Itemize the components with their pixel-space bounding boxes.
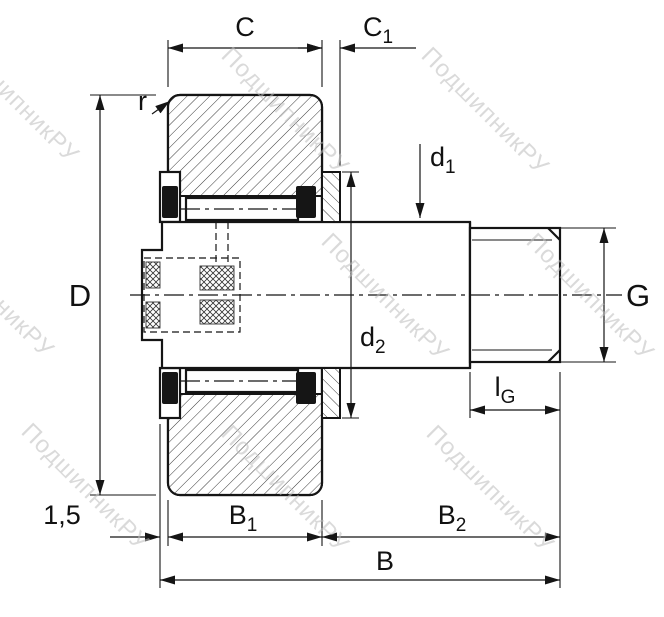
stud-collar	[321, 171, 341, 419]
dimension-C1: C1	[298, 12, 416, 166]
dim-label-lG: lG	[495, 372, 516, 408]
dim-label-d1: d1	[430, 142, 456, 178]
needle-rollers	[180, 196, 304, 394]
stud-head-section	[145, 261, 161, 329]
dim-label-D: D	[69, 278, 91, 313]
dimension-G: G	[546, 227, 650, 363]
dim-label-B: B	[376, 546, 394, 576]
dimension-offset-1-5: 1,5	[43, 500, 160, 542]
dimension-B2: B2	[322, 500, 560, 542]
dim-label-r: r	[138, 86, 147, 116]
dim-label-B1: B1	[229, 500, 258, 536]
dimension-lG: lG	[469, 372, 560, 418]
dim-label-C1: C1	[363, 12, 393, 48]
dimension-D: D	[69, 94, 156, 496]
dimension-d1: d1	[415, 142, 456, 218]
dim-label-d2: d2	[360, 322, 386, 358]
dim-label-offset: 1,5	[43, 500, 81, 530]
dim-label-C: C	[235, 12, 255, 42]
dim-label-G: G	[626, 278, 650, 313]
dimension-r: r	[138, 86, 171, 116]
dimension-B1: B1	[168, 500, 322, 542]
dimension-C: C	[167, 12, 323, 87]
grease-fitting-section	[199, 265, 235, 325]
dim-label-B2: B2	[438, 500, 467, 536]
dimension-B: B	[160, 546, 560, 585]
seals	[162, 186, 316, 404]
